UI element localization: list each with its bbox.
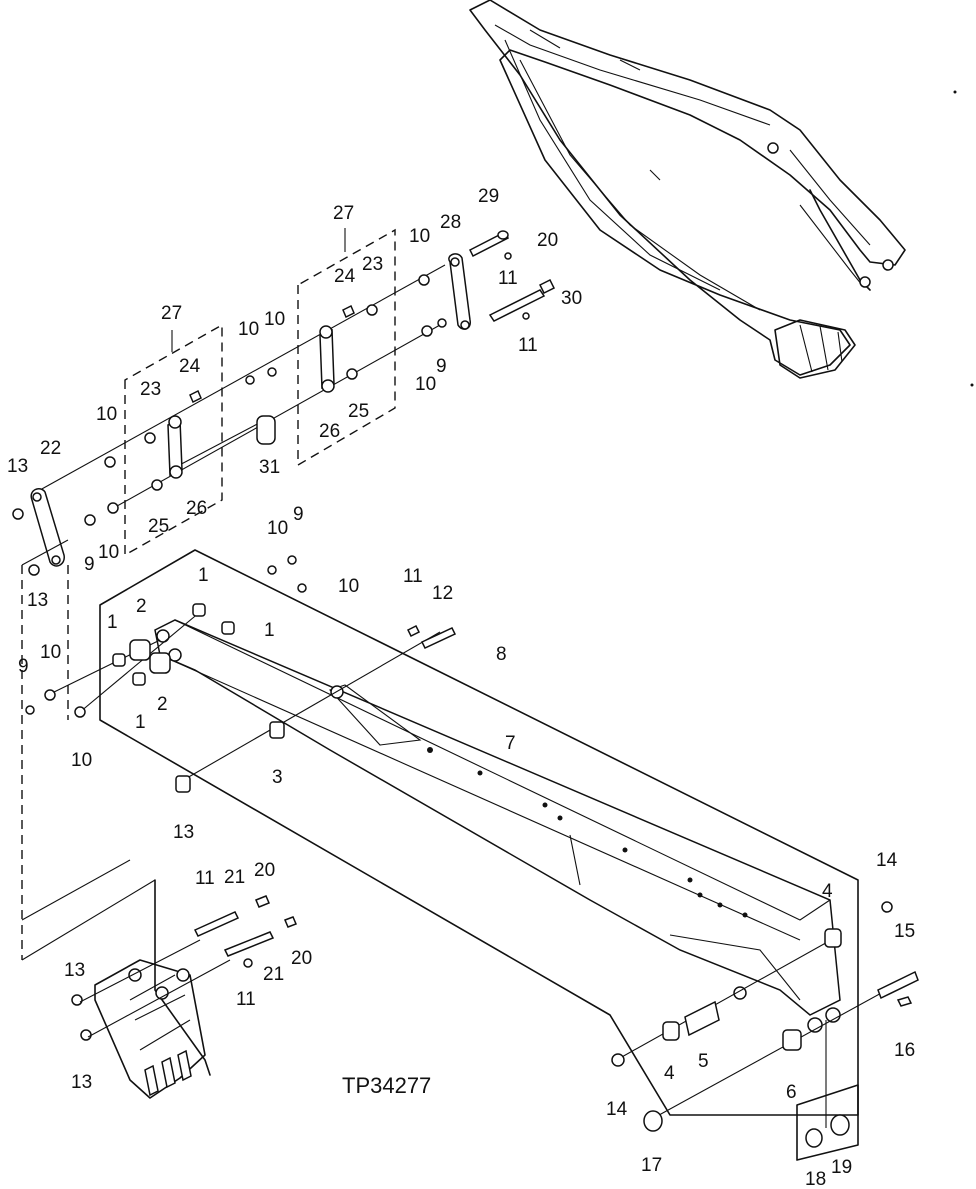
callout-22: 22 xyxy=(40,438,61,459)
arm-assembly-outline xyxy=(99,549,859,1116)
link-kit-box-left xyxy=(124,323,223,557)
callout-17: 17 xyxy=(641,1155,662,1176)
callout-13: 13 xyxy=(64,960,85,981)
callout-26: 26 xyxy=(319,421,340,442)
callout-3: 3 xyxy=(272,767,283,788)
callout-10: 10 xyxy=(264,309,285,330)
excavator-overview-illustration xyxy=(469,0,974,387)
callout-10: 10 xyxy=(40,642,61,663)
callout-10: 10 xyxy=(71,750,92,771)
callout-10: 10 xyxy=(415,374,436,395)
callout-23: 23 xyxy=(140,379,161,400)
callout-18: 18 xyxy=(805,1169,826,1189)
callout-21: 21 xyxy=(263,964,284,985)
callout-20: 20 xyxy=(537,230,558,251)
callout-9: 9 xyxy=(18,656,29,677)
callout-11: 11 xyxy=(195,868,215,889)
callout-4: 4 xyxy=(822,881,833,902)
callout-1: 1 xyxy=(198,565,209,586)
callout-2: 2 xyxy=(157,694,168,715)
callout-30: 30 xyxy=(561,288,582,309)
callout-9: 9 xyxy=(436,356,447,377)
callout-labels: 1 1 1 1 2 2 3 4 4 5 6 7 8 9 9 9 9 10 10 … xyxy=(7,186,915,1189)
callout-25: 25 xyxy=(348,401,369,422)
callout-1: 1 xyxy=(264,620,275,641)
callout-24: 24 xyxy=(179,356,201,377)
callout-9: 9 xyxy=(293,504,304,525)
alignment-lines xyxy=(21,539,156,961)
callout-29: 29 xyxy=(478,186,499,207)
callout-20: 20 xyxy=(291,948,312,969)
callout-15: 15 xyxy=(894,921,915,942)
callout-23: 23 xyxy=(362,254,383,275)
callout-28: 28 xyxy=(440,212,461,233)
callout-7: 7 xyxy=(505,733,516,754)
callout-26: 26 xyxy=(186,498,207,519)
callout-16: 16 xyxy=(894,1040,915,1061)
callout-4: 4 xyxy=(664,1063,675,1084)
callout-10: 10 xyxy=(338,576,359,597)
callout-6: 6 xyxy=(786,1082,797,1103)
callout-27: 27 xyxy=(333,203,354,224)
arm-pins-and-bushings xyxy=(25,603,919,1161)
callout-11: 11 xyxy=(498,268,518,289)
callout-27: 27 xyxy=(161,303,182,324)
callout-13: 13 xyxy=(7,456,28,477)
callout-9: 9 xyxy=(84,554,95,575)
callout-20: 20 xyxy=(254,860,275,881)
callout-14: 14 xyxy=(876,850,898,871)
callout-14: 14 xyxy=(606,1099,628,1120)
callout-11: 11 xyxy=(403,566,423,587)
callout-5: 5 xyxy=(698,1051,709,1072)
callout-24: 24 xyxy=(334,266,356,287)
callout-13: 13 xyxy=(173,822,194,843)
callout-10: 10 xyxy=(238,319,259,340)
callout-2: 2 xyxy=(136,596,147,617)
callout-12: 12 xyxy=(432,583,453,604)
callout-11: 11 xyxy=(236,989,256,1010)
callout-31: 31 xyxy=(259,457,280,478)
callout-8: 8 xyxy=(496,644,507,665)
callout-13: 13 xyxy=(27,590,48,611)
callout-1: 1 xyxy=(135,712,146,733)
callout-10: 10 xyxy=(409,226,430,247)
callout-11: 11 xyxy=(518,335,538,356)
bucket-illustration xyxy=(71,879,297,1099)
callout-21: 21 xyxy=(224,867,245,888)
callout-1: 1 xyxy=(107,612,118,633)
callout-10: 10 xyxy=(267,518,288,539)
figure-caption: TP34277 xyxy=(342,1073,431,1098)
callout-19: 19 xyxy=(831,1157,852,1178)
upper-linkage-parts xyxy=(12,230,556,593)
callout-10: 10 xyxy=(98,542,119,563)
callout-13: 13 xyxy=(71,1072,92,1093)
callout-25: 25 xyxy=(148,516,169,537)
callout-10: 10 xyxy=(96,404,117,425)
arm-body xyxy=(154,619,841,1033)
